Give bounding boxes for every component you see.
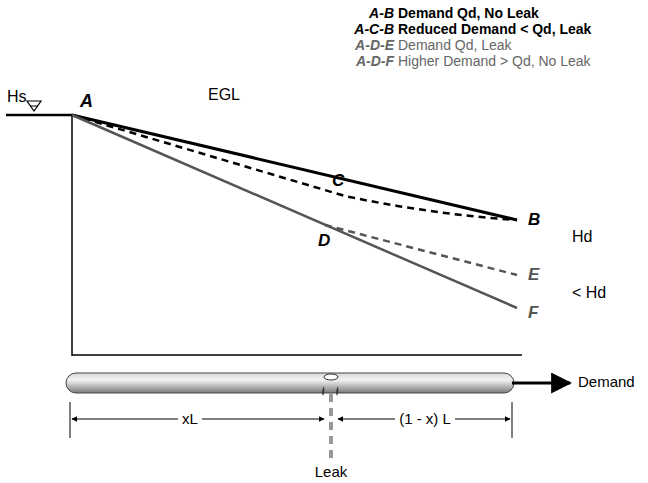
flow-label: Demand <box>578 374 635 391</box>
point-label: E <box>528 266 539 285</box>
legend-text: Demand Qd, Leak <box>398 38 512 53</box>
head-label: Hd <box>572 228 592 246</box>
leak-stream <box>329 394 333 468</box>
reservoir-level <box>6 114 72 117</box>
point-label: B <box>528 211 540 230</box>
vertical-axis <box>71 115 73 356</box>
legend-text: Higher Demand > Qd, No Leak <box>398 54 591 69</box>
dimension-tick <box>70 402 71 438</box>
legend-text: Reduced Demand < Qd, Leak <box>398 22 591 37</box>
legend-text: Demand Qd, No Leak <box>398 6 539 21</box>
point-label: C <box>332 172 344 191</box>
line-label: EGL <box>208 86 240 104</box>
water-level-symbol <box>30 106 38 107</box>
pipe <box>66 373 514 393</box>
point-label: F <box>528 304 538 323</box>
head-label: Hs <box>7 88 27 106</box>
head-label: < Hd <box>572 284 606 302</box>
legend-key: A-C-B <box>354 22 394 37</box>
egl-line-adf <box>72 115 517 308</box>
point-label: A <box>80 92 93 112</box>
legend-key: A-D-F <box>356 54 394 69</box>
dimension-tick <box>512 402 513 438</box>
dimension-label: xL <box>178 411 202 428</box>
water-level-symbol <box>27 101 41 111</box>
egl-line-acb <box>72 115 517 220</box>
egl-line-ab <box>72 115 517 220</box>
legend-key: A-B <box>369 6 394 21</box>
point-label: D <box>318 232 330 251</box>
leak-label: Leak <box>311 464 352 481</box>
horizontal-axis <box>72 354 522 356</box>
egl-line-de <box>325 225 517 275</box>
dimension-label: (1 - x) L <box>395 411 455 428</box>
legend-key: A-D-E <box>355 38 394 53</box>
demand-arrow <box>512 382 570 385</box>
leak-hole <box>324 374 338 380</box>
